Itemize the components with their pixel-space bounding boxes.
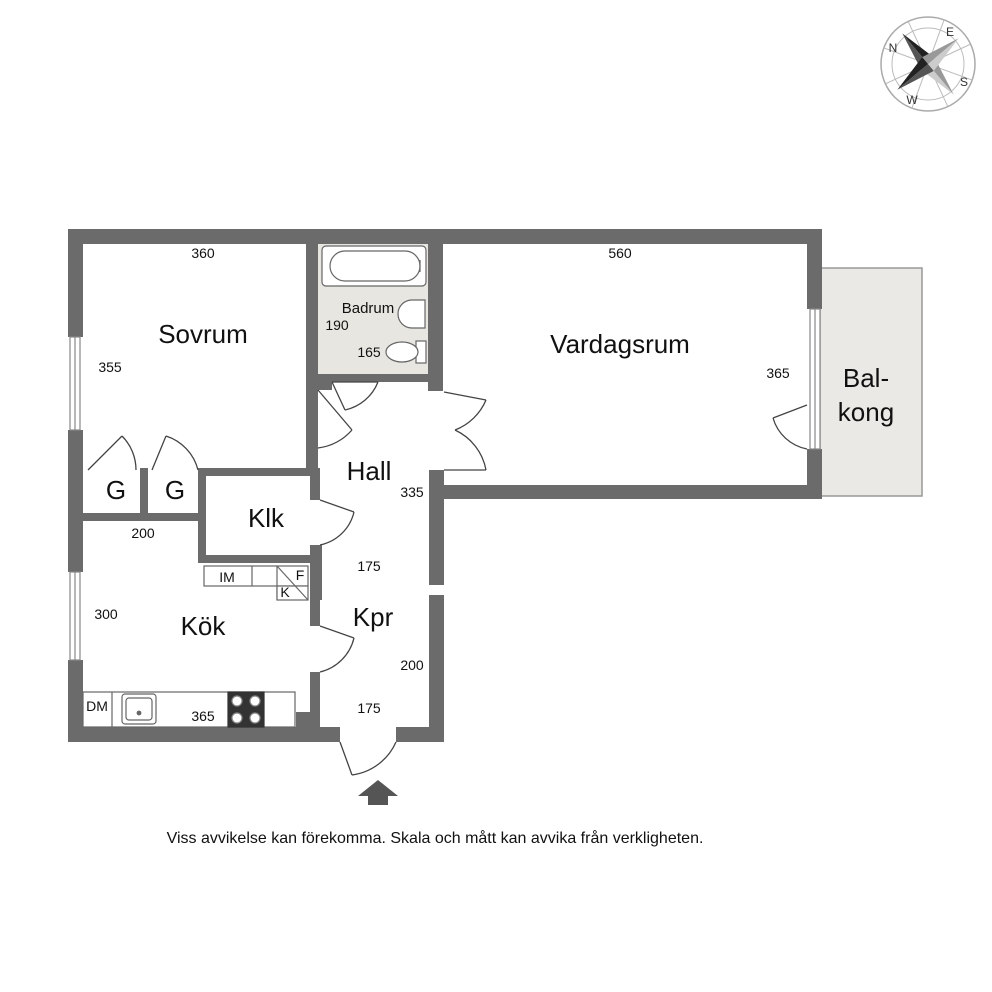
dim-kok-depth: 300 <box>94 606 118 622</box>
fixtures <box>82 245 427 728</box>
room-label-kok: Kök <box>181 611 227 641</box>
balkong-floor <box>819 267 923 497</box>
fixture-label-k: K <box>280 584 290 600</box>
dim-sovrum-width: 360 <box>191 245 215 261</box>
room-label-balkong-2: kong <box>838 397 894 427</box>
compass-icon: N E S W <box>880 16 976 112</box>
dim-badrum-a: 190 <box>325 317 349 333</box>
walls <box>68 229 822 742</box>
room-label-hall: Hall <box>347 456 392 486</box>
room-label-vardagsrum: Vardagsrum <box>550 329 690 359</box>
room-label-garderob-1: G <box>106 475 126 505</box>
dim-hall-depth: 335 <box>400 484 424 500</box>
dim-kpr-width: 175 <box>357 700 381 716</box>
compass-s: S <box>960 75 968 89</box>
room-label-sovrum: Sovrum <box>158 319 248 349</box>
compass-e: E <box>946 25 954 39</box>
fixture-label-f: F <box>296 567 305 583</box>
fixture-label-im: IM <box>219 569 235 585</box>
dim-vardagsrum-depth: 365 <box>766 365 790 381</box>
dim-badrum-b: 165 <box>357 344 381 360</box>
dim-vardagsrum-width: 560 <box>608 245 632 261</box>
windows <box>69 308 821 661</box>
washbasin <box>397 299 426 329</box>
dim-hall-width: 175 <box>357 558 381 574</box>
room-label-garderob-2: G <box>165 475 185 505</box>
dim-kpr-depth: 200 <box>400 657 424 673</box>
disclaimer-text: Viss avvikelse kan förekomma. Skala och … <box>166 830 704 847</box>
dim-garderob-width: 200 <box>131 525 155 541</box>
compass-n: N <box>889 41 898 55</box>
dim-kok-width: 365 <box>191 708 215 724</box>
room-label-kpr: Kpr <box>353 602 394 632</box>
room-label-balkong-1: Bal- <box>843 363 889 393</box>
room-label-klk: Klk <box>248 503 285 533</box>
room-label-badrum: Badrum <box>342 300 395 317</box>
entrance-arrow-icon <box>358 780 398 805</box>
fixture-label-dm: DM <box>86 698 108 714</box>
compass-w: W <box>906 93 918 107</box>
dim-sovrum-depth: 355 <box>98 359 122 375</box>
doors <box>87 381 808 776</box>
